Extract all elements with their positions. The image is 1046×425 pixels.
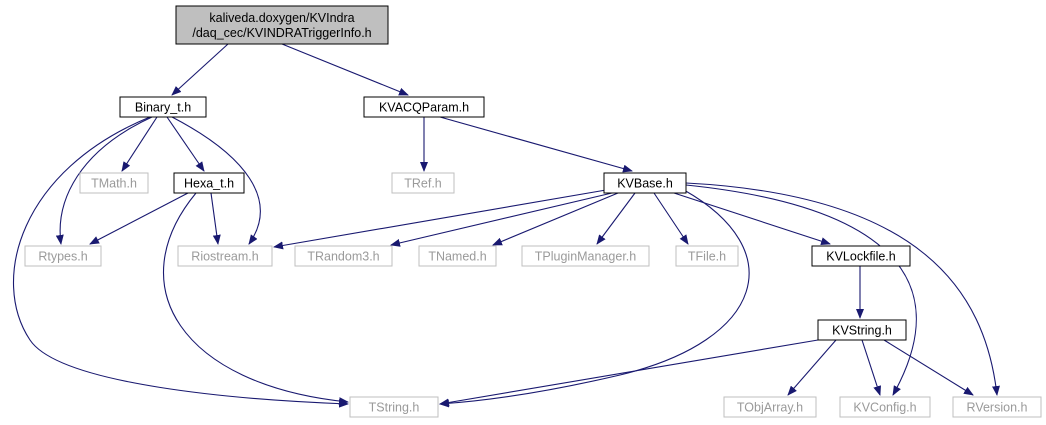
node-kvlock[interactable]: KVLockfile.h: [811, 245, 911, 267]
node-box: [349, 396, 439, 418]
node-binary[interactable]: Binary_t.h: [119, 96, 207, 118]
edge-kvbase-to-trandom3: [390, 192, 613, 247]
edge-root-to-binary: [171, 43, 229, 96]
node-label: Riostream.h: [191, 250, 258, 264]
node-label: Rtypes.h: [38, 250, 87, 264]
edge-kvstring-to-tstring: [439, 339, 819, 407]
node-label: TPluginManager.h: [535, 250, 637, 264]
edges-layer: [12, 43, 1000, 408]
edge-kvbase-to-tfile: [653, 192, 689, 245]
node-tmath: TMath.h: [79, 172, 149, 194]
node-box: [418, 245, 497, 267]
node-label: RVersion.h: [967, 401, 1028, 415]
node-tplugin: TPluginManager.h: [521, 245, 650, 267]
node-tstring: TString.h: [349, 396, 439, 418]
node-box: [952, 396, 1042, 418]
node-label: kaliveda.doxygen/KVIndra: [209, 11, 354, 25]
node-box: [675, 245, 739, 267]
edge-kvacq-to-kvbase: [439, 116, 633, 173]
node-label: KVACQParam.h: [379, 101, 469, 115]
node-box: [363, 96, 485, 118]
node-label: /daq_cec/KVINDRATriggerInfo.h: [192, 26, 371, 40]
edge-hexa-to-rtypes: [89, 192, 189, 245]
node-label: TString.h: [369, 401, 420, 415]
edge-hexa-to-riostream: [210, 192, 221, 245]
edge-kvbase-to-riostream: [273, 189, 607, 250]
node-kvacq[interactable]: KVACQParam.h: [363, 96, 485, 118]
node-tref: TRef.h: [391, 172, 455, 194]
node-kvbase[interactable]: KVBase.h: [603, 172, 687, 194]
node-label: Hexa_t.h: [184, 177, 234, 191]
node-label: KVBase.h: [617, 177, 673, 191]
edge-kvbase-to-kvlock: [673, 192, 831, 246]
edge-root-to-kvacq: [281, 43, 409, 96]
node-box: [173, 172, 245, 194]
node-box: [24, 245, 102, 267]
node-box: [817, 319, 907, 341]
nodes-layer: kaliveda.doxygen/KVIndra/daq_cec/KVINDRA…: [24, 5, 1042, 418]
edge-binary-to-riostream: [171, 116, 261, 245]
node-label: TFile.h: [688, 250, 726, 264]
node-label: Binary_t.h: [135, 101, 191, 115]
node-root[interactable]: kaliveda.doxygen/KVIndra/daq_cec/KVINDRA…: [175, 5, 389, 45]
node-box: [294, 245, 393, 267]
node-box: [177, 245, 273, 267]
node-trandom3: TRandom3.h: [294, 245, 393, 267]
node-label: TRef.h: [404, 177, 442, 191]
node-tobjarray: TObjArray.h: [723, 396, 817, 418]
edge-kvbase-to-tnamed: [492, 192, 619, 246]
node-rversion: RVersion.h: [952, 396, 1042, 418]
edge-kvstring-to-kvconfig: [861, 339, 882, 396]
edge-binary-to-rtypes: [55, 116, 153, 245]
node-label: KVString.h: [832, 324, 892, 338]
node-label: TNamed.h: [428, 250, 486, 264]
node-label: TObjArray.h: [737, 401, 803, 415]
node-label: KVLockfile.h: [826, 250, 896, 264]
node-box: [79, 172, 149, 194]
edge-binary-to-tmath: [121, 116, 158, 172]
node-rtypes: Rtypes.h: [24, 245, 102, 267]
node-tnamed: TNamed.h: [418, 245, 497, 267]
edge-kvbase-to-tplugin: [596, 192, 636, 245]
node-box: [723, 396, 817, 418]
node-kvstring[interactable]: KVString.h: [817, 319, 907, 341]
node-tfile: TFile.h: [675, 245, 739, 267]
node-hexa[interactable]: Hexa_t.h: [173, 172, 245, 194]
edge-kvbase-to-tstring: [439, 189, 750, 408]
edge-kvbase-to-rversion: [685, 182, 1000, 396]
node-label: TRandom3.h: [307, 250, 379, 264]
edge-hexa-to-tstring: [162, 192, 349, 406]
node-box: [811, 245, 911, 267]
edge-kvstring-to-tobjarray: [787, 339, 837, 396]
node-box: [391, 172, 455, 194]
node-riostream: Riostream.h: [177, 245, 273, 267]
node-box: [119, 96, 207, 118]
edge-binary-to-hexa: [166, 116, 205, 172]
node-box: [521, 245, 650, 267]
node-box: [839, 396, 931, 418]
edge-kvstring-to-rversion: [883, 339, 974, 396]
node-label: KVConfig.h: [853, 401, 916, 415]
edge-binary-to-tstring: [12, 116, 349, 408]
node-box: [175, 5, 389, 45]
node-kvconfig: KVConfig.h: [839, 396, 931, 418]
node-box: [603, 172, 687, 194]
node-label: TMath.h: [91, 177, 137, 191]
